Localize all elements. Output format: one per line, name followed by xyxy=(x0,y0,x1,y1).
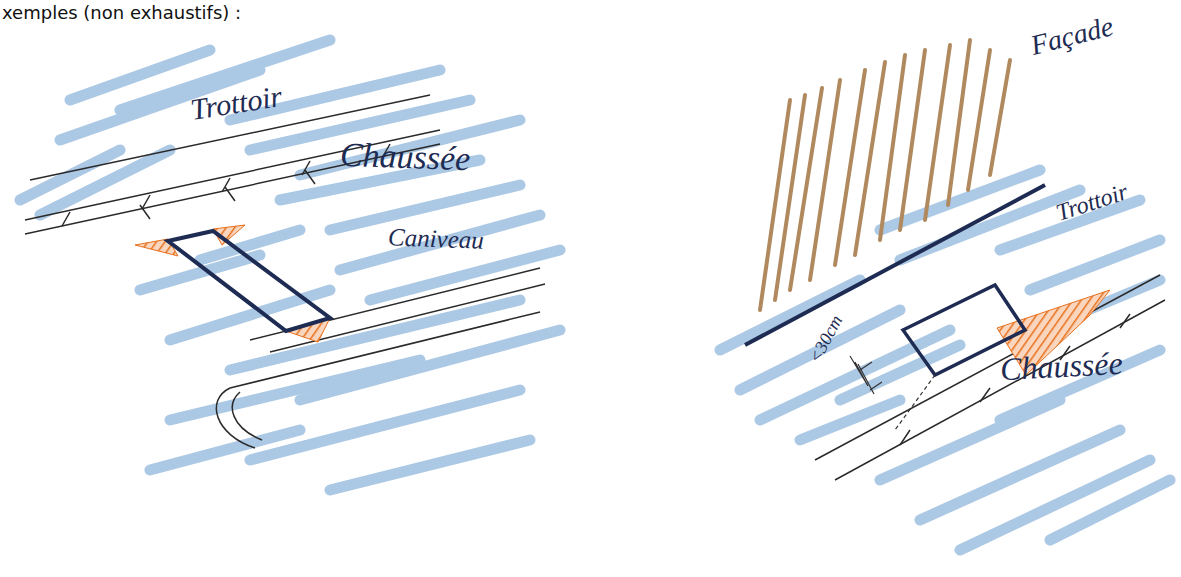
street-label: Façade xyxy=(1028,12,1116,59)
street-label: Chaussée xyxy=(339,138,470,177)
street-label: Caniveau xyxy=(388,224,485,252)
heading: xemples (non exhaustifs) : xyxy=(2,4,241,22)
street-label: Chaussée xyxy=(999,347,1123,385)
